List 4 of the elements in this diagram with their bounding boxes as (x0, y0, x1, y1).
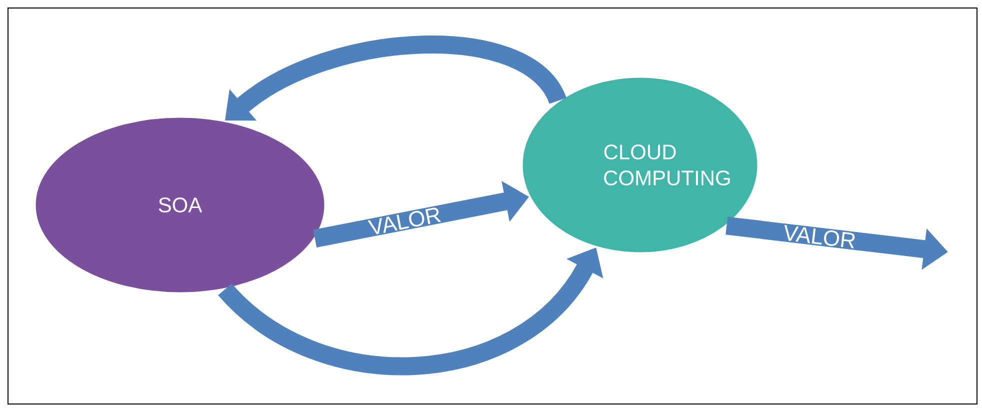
ellipse-node: CLOUD COMPUTING (521, 76, 759, 254)
edge-label: VALOR (781, 224, 858, 250)
ellipse-node: SOA (34, 116, 326, 294)
edge-label: VALOR (366, 205, 444, 237)
